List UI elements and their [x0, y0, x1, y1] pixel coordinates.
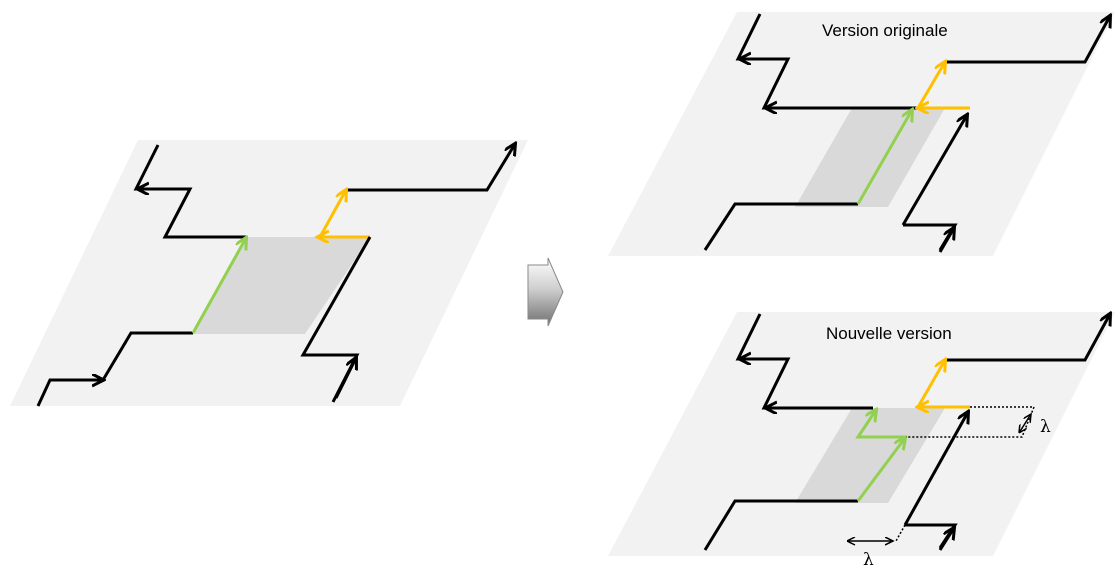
- shaded-region: [795, 408, 945, 503]
- path-right-arrow: [334, 358, 356, 399]
- right-arrow-icon: [527, 257, 564, 327]
- orange-path-diagonal: [916, 360, 945, 408]
- lambda-vertical-label: λ: [1040, 417, 1051, 437]
- shaded-region: [795, 108, 945, 207]
- path-top-right: [346, 144, 515, 192]
- panel-title: Nouvelle version: [826, 324, 952, 343]
- lambda-horizontal-label: λ: [863, 550, 874, 569]
- green-path: [856, 110, 912, 205]
- orange-path-diagonal: [318, 190, 346, 238]
- path-bottom-mid: [101, 331, 193, 381]
- dotted-guide-bottom: [895, 524, 906, 542]
- path-bottom-left: [36, 380, 103, 407]
- path-right-arrow: [901, 115, 967, 226]
- green-path: [191, 238, 246, 334]
- green-path-upper: [855, 410, 905, 439]
- new-version-panel: Nouvelle version λ λ: [608, 312, 1115, 569]
- path-left: [133, 144, 248, 239]
- path-right-end-arrow: [938, 228, 954, 253]
- orange-path-diagonal: [916, 62, 945, 109]
- left-panel: [10, 140, 528, 407]
- lambda-vertical-arrow: [1019, 414, 1031, 433]
- path-top-right: [945, 16, 1110, 64]
- original-version-panel: Version originale: [608, 12, 1115, 256]
- path-right-arrow: [903, 412, 968, 526]
- path-top-right: [945, 314, 1110, 362]
- shaded-region: [193, 237, 370, 334]
- path-right-end-arrow: [938, 528, 954, 551]
- path-bottom: [703, 499, 858, 551]
- panel-title: Version originale: [822, 21, 948, 40]
- path-bottom: [703, 202, 858, 251]
- green-path-lower: [856, 438, 905, 502]
